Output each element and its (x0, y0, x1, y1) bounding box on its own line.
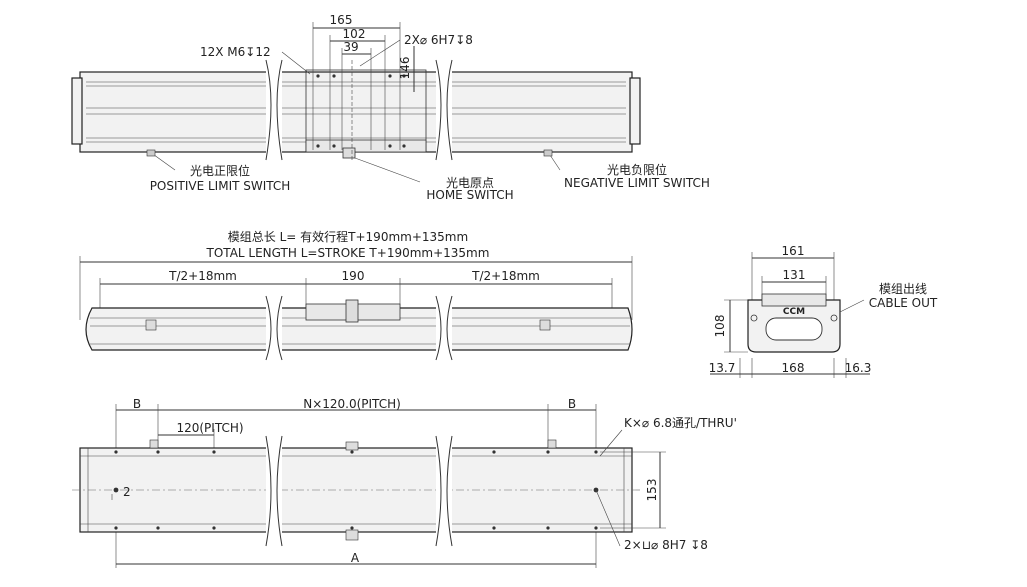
dim-165: 165 (330, 13, 353, 27)
dim-a: A (351, 551, 360, 565)
dim-108: 108 (713, 315, 727, 338)
home-en: HOME SWITCH (426, 188, 513, 202)
dim-153: 153 (645, 479, 659, 502)
side-view-body (85, 307, 633, 351)
dim-16-3: 16.3 (845, 361, 872, 375)
top-view (71, 22, 641, 183)
half-stroke-left: T/2+18mm (168, 269, 237, 283)
cable-out-cn: 模组出线 (879, 282, 927, 296)
neg-limit-en: NEGATIVE LIMIT SWITCH (564, 176, 710, 190)
home-cn: 光电原点 (446, 176, 494, 190)
bottom-view (72, 404, 666, 568)
pos-limit-en: POSITIVE LIMIT SWITCH (150, 179, 291, 193)
carriage-190: 190 (342, 269, 365, 283)
dim-168: 168 (782, 361, 805, 375)
total-length-en: TOTAL LENGTH L=STROKE T+190mm+135mm (206, 246, 490, 260)
pins-8h7-label: 2×⊔⌀ 8H7 ↧8 (624, 538, 708, 552)
pins-6h7-label: 2X⌀ 6H7↧8 (404, 33, 473, 47)
neg-limit-cn: 光电负限位 (607, 162, 667, 177)
b-left: B (133, 397, 141, 411)
pitch-120: 120(PITCH) (176, 421, 243, 435)
dim-161: 161 (782, 244, 805, 258)
cable-out-en: CABLE OUT (869, 296, 938, 310)
holes-m6-label: 12X M6↧12 (200, 45, 271, 59)
total-length-cn: 模组总长 L= 有效行程T+190mm+135mm (228, 229, 468, 244)
pitch-n: N×120.0(PITCH) (303, 397, 401, 411)
dim-102: 102 (343, 27, 366, 41)
dim-2: 2 (123, 485, 131, 499)
dim-39: 39 (343, 40, 358, 54)
dim-131: 131 (783, 268, 806, 282)
side-view (79, 256, 633, 361)
dim-146: 146 (398, 57, 412, 80)
dim-13-7: 13.7 (709, 361, 736, 375)
top-view-body (79, 71, 633, 153)
pos-limit-cn: 光电正限位 (190, 163, 250, 178)
half-stroke-right: T/2+18mm (471, 269, 540, 283)
b-right: B (568, 397, 576, 411)
thru-holes-label: K×⌀ 6.8通孔/THRU' (624, 416, 737, 430)
brand-logo: CCM (783, 307, 805, 317)
end-view (710, 252, 870, 378)
